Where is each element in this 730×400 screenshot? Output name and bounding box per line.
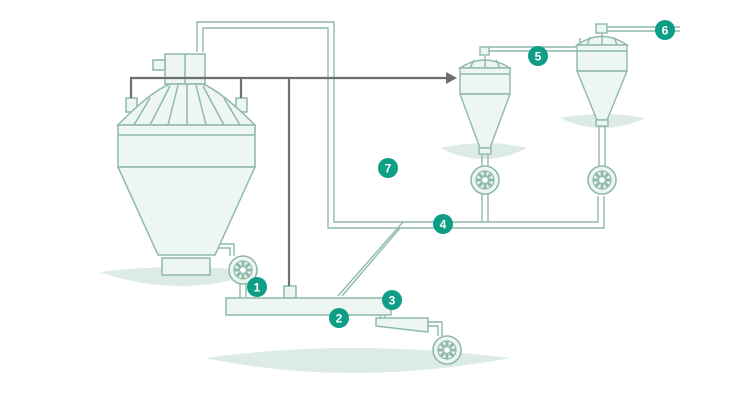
svg-text:3: 3 [389,294,396,308]
rotary-valves [227,164,618,366]
badge-2[interactable]: 2 [329,308,349,328]
return-duct [196,21,403,223]
diagonal-duct [337,221,404,297]
cyclone-2 [481,23,630,166]
badge-1[interactable]: 1 [247,277,267,297]
svg-text:1: 1 [254,281,261,295]
svg-text:7: 7 [385,162,392,176]
badge-6[interactable]: 6 [655,20,675,40]
svg-text:5: 5 [535,50,542,64]
badge-5[interactable]: 5 [528,46,548,66]
silo-cone [116,166,257,256]
rotary-valve-icon [586,164,618,196]
header-duct [403,196,599,223]
svg-text:2: 2 [336,312,343,326]
svg-text:6: 6 [662,24,669,38]
badges: 1 2 3 4 5 6 7 [247,20,675,328]
conveyor [225,285,429,333]
main-transport-line [129,76,448,286]
rotary-valve-icon [431,334,463,366]
badge-4[interactable]: 4 [433,214,453,234]
rotary-valve-icon [469,164,501,196]
silo-outlet [161,257,211,276]
screw-conveyor [375,317,429,333]
silo-body [117,124,256,168]
arrow-head-icon [446,72,457,84]
badge-7[interactable]: 7 [378,158,398,178]
conveyor-box [283,285,297,299]
storage-silo [116,53,257,276]
cyclone-1 [457,46,513,155]
conveyor-shadow [205,348,510,373]
svg-text:4: 4 [440,218,447,232]
badge-3[interactable]: 3 [382,290,402,310]
conveyor-belt [225,297,392,316]
silo-shadow [100,267,260,286]
